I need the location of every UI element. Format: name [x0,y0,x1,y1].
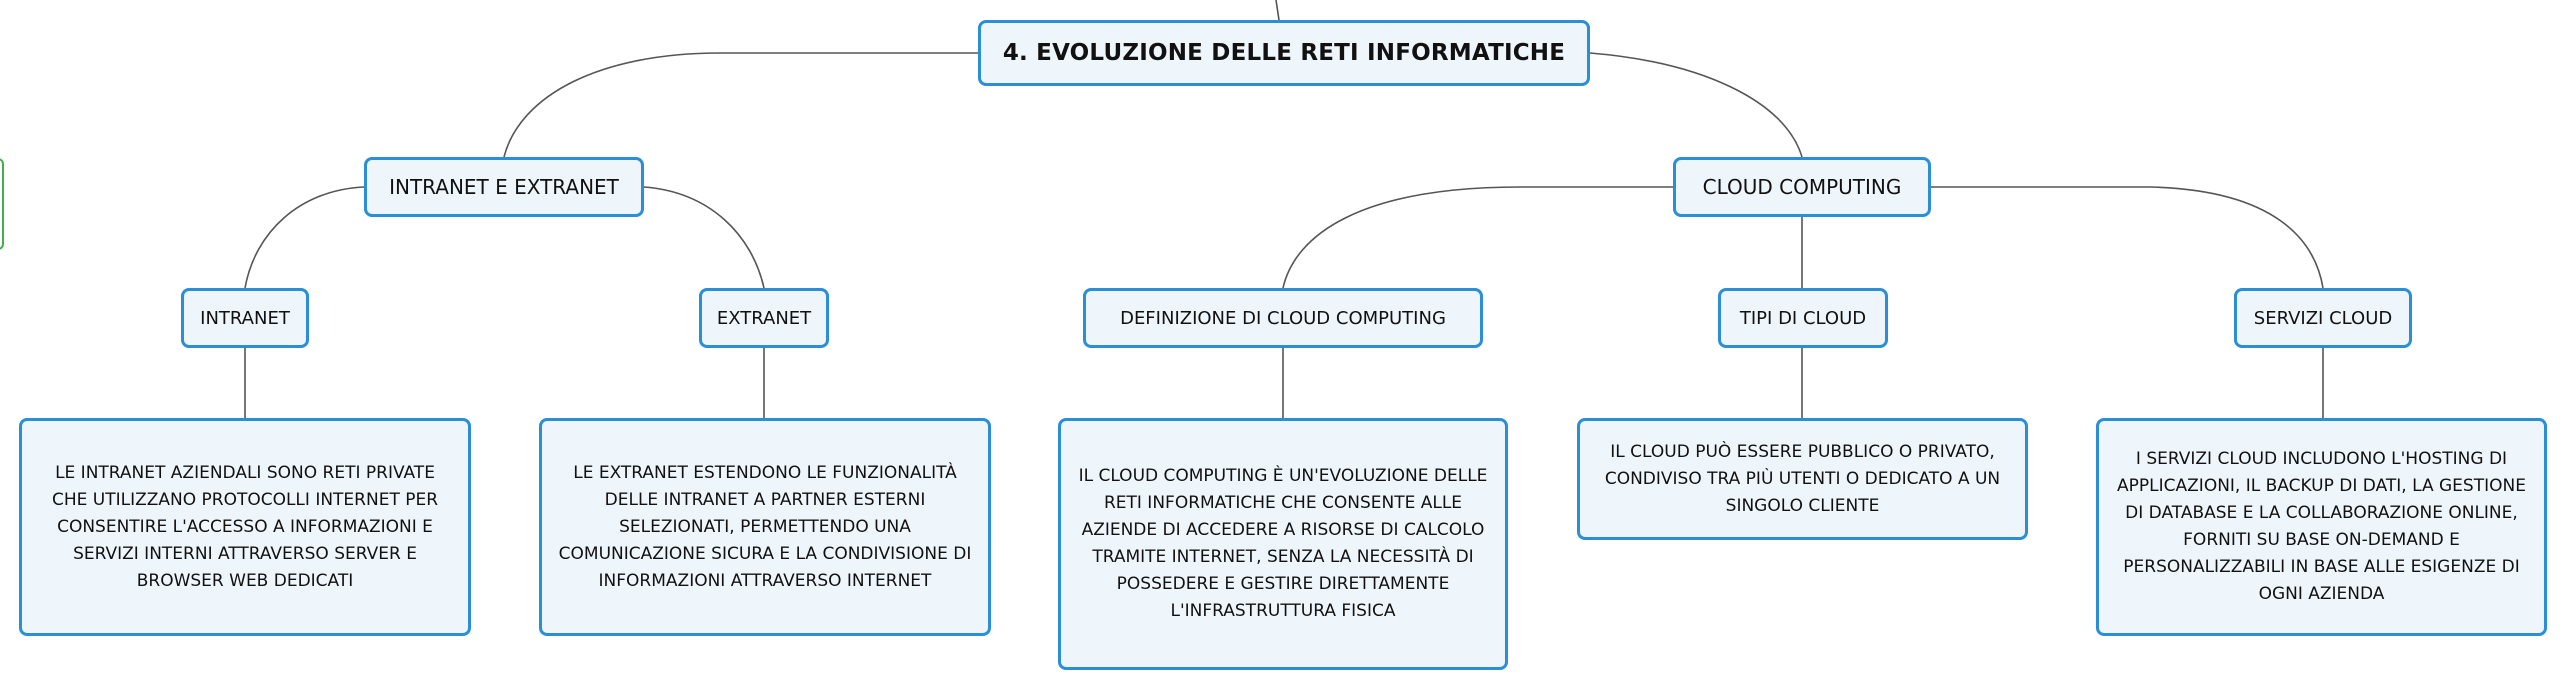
subtopic-intranet[interactable]: INTRANET [181,288,309,348]
detail-extranet[interactable]: LE EXTRANET ESTENDONO LE FUNZIONALITÀ DE… [539,418,991,636]
detail-tipi-di-cloud-text: IL CLOUD PUÒ ESSERE PUBBLICO O PRIVATO, … [1604,441,2001,516]
topic-cloud-computing[interactable]: CLOUD COMPUTING [1673,157,1931,217]
detail-intranet[interactable]: LE INTRANET AZIENDALI SONO RETI PRIVATE … [19,418,471,636]
topic-intranet-extranet[interactable]: INTRANET E EXTRANET [364,157,644,217]
connector-cloud-servizi [1931,186,2324,289]
topic-cloud-computing-label: CLOUD COMPUTING [1702,175,1902,199]
detail-intranet-text: LE INTRANET AZIENDALI SONO RETI PRIVATE … [51,462,439,591]
root-topic[interactable]: 4. EVOLUZIONE DELLE RETI INFORMATICHE [978,20,1590,86]
connector-top-stub [1275,0,1280,21]
offscreen-node-fragment [0,158,4,250]
subtopic-tipi-di-cloud-label: TIPI DI CLOUD [1739,307,1867,329]
subtopic-tipi-di-cloud[interactable]: TIPI DI CLOUD [1718,288,1888,348]
detail-servizi-cloud-text: I SERVIZI CLOUD INCLUDONO L'HOSTING DI A… [2117,449,2526,604]
subtopic-extranet[interactable]: EXTRANET [699,288,829,348]
subtopic-definizione-cloud[interactable]: DEFINIZIONE DI CLOUD COMPUTING [1083,288,1483,348]
subtopic-servizi-cloud-label: SERVIZI CLOUD [2253,307,2393,329]
subtopic-servizi-cloud[interactable]: SERVIZI CLOUD [2234,288,2412,348]
subtopic-extranet-label: EXTRANET [716,307,812,329]
subtopic-intranet-label: INTRANET [200,307,290,329]
connector-root-intranet-extranet [503,52,978,158]
connector-ie-extranet [643,186,765,289]
detail-tipi-di-cloud[interactable]: IL CLOUD PUÒ ESSERE PUBBLICO O PRIVATO, … [1577,418,2028,540]
connector-root-cloud [1589,52,1803,158]
detail-extranet-text: LE EXTRANET ESTENDONO LE FUNZIONALITÀ DE… [558,462,972,591]
detail-servizi-cloud[interactable]: I SERVIZI CLOUD INCLUDONO L'HOSTING DI A… [2096,418,2547,636]
detail-definizione-cloud[interactable]: IL CLOUD COMPUTING È UN'EVOLUZIONE DELLE… [1058,418,1508,670]
connector-cloud-definizione [1282,186,1673,289]
root-topic-title: 4. EVOLUZIONE DELLE RETI INFORMATICHE [1002,40,1566,66]
connector-ie-intranet [244,186,365,289]
subtopic-definizione-cloud-label: DEFINIZIONE DI CLOUD COMPUTING [1120,307,1446,329]
detail-definizione-cloud-text: IL CLOUD COMPUTING È UN'EVOLUZIONE DELLE… [1078,466,1488,621]
topic-intranet-extranet-label: INTRANET E EXTRANET [389,175,619,199]
